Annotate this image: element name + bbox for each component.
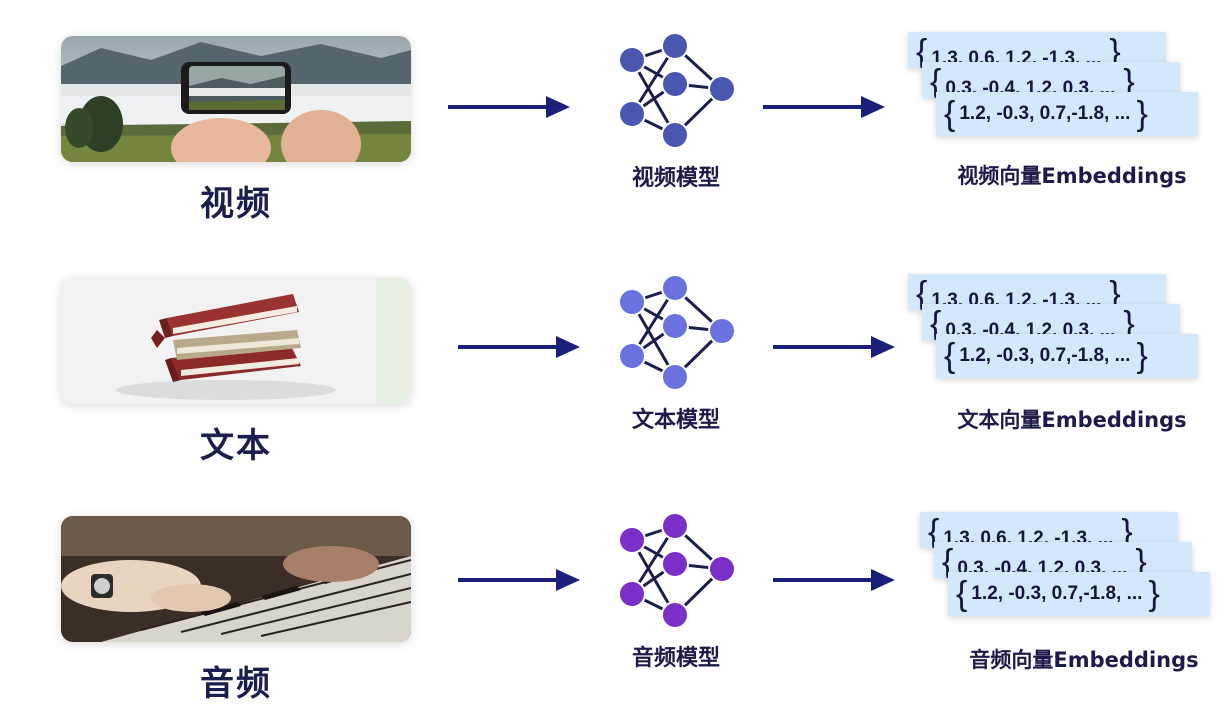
row-audio: 音频 音频模型 {1.3, 0.6, 1.2, -1.3, ...} {0.3,… <box>0 480 1225 710</box>
model-label-video: 视频模型 <box>631 166 720 191</box>
embedding-vectors-video: {1.3, 0.6, 1.2, -1.3, ...} {0.3, -0.4, 1… <box>908 32 1198 152</box>
phone-landscape-photo-icon <box>61 36 411 162</box>
vector-card: {1.2, -0.3, 0.7,-1.8, ...} <box>936 92 1198 136</box>
arrow-right <box>763 92 887 122</box>
embedding-vectors-audio: {1.3, 0.6, 1.2, -1.3, ...} {0.3, -0.4, 1… <box>920 512 1210 632</box>
piano-hands-icon <box>61 516 411 642</box>
model-label-text: 文本模型 <box>631 408 720 433</box>
media-label-video: 视频 <box>200 184 272 224</box>
arrow-right <box>773 565 897 595</box>
row-video: 视频 视频模型 {1.3, 0.6, 1.2, -1.3, ...} {0.3,… <box>0 0 1225 230</box>
row-text: 文本 文本模型 {1.3, 0.6, 1.2, -1.3, ...} {0.3,… <box>0 242 1225 472</box>
vector-card: {1.2, -0.3, 0.7,-1.8, ...} <box>948 572 1210 616</box>
embedding-vectors-text: {1.3, 0.6, 1.2, -1.3, ...} {0.3, -0.4, 1… <box>908 274 1198 394</box>
embeddings-label-video: 视频向量Embeddings <box>957 164 1187 188</box>
embeddings-label-text: 文本向量Embeddings <box>957 408 1187 432</box>
model-label-audio: 音频模型 <box>631 646 720 671</box>
embeddings-label-audio: 音频向量Embeddings <box>969 648 1199 672</box>
vector-card: {1.2, -0.3, 0.7,-1.8, ...} <box>936 334 1198 378</box>
neural-network-icon <box>612 274 742 394</box>
arrow-right <box>458 565 582 595</box>
neural-network-icon <box>612 32 742 152</box>
media-label-audio: 音频 <box>200 664 272 704</box>
arrow-right <box>773 332 897 362</box>
arrow-right <box>448 92 572 122</box>
text-thumbnail <box>61 278 411 404</box>
media-label-text: 文本 <box>200 426 272 466</box>
audio-thumbnail <box>61 516 411 642</box>
neural-network-icon <box>612 512 742 632</box>
books-stack-icon <box>61 278 411 404</box>
arrow-right <box>458 332 582 362</box>
video-thumbnail <box>61 36 411 162</box>
